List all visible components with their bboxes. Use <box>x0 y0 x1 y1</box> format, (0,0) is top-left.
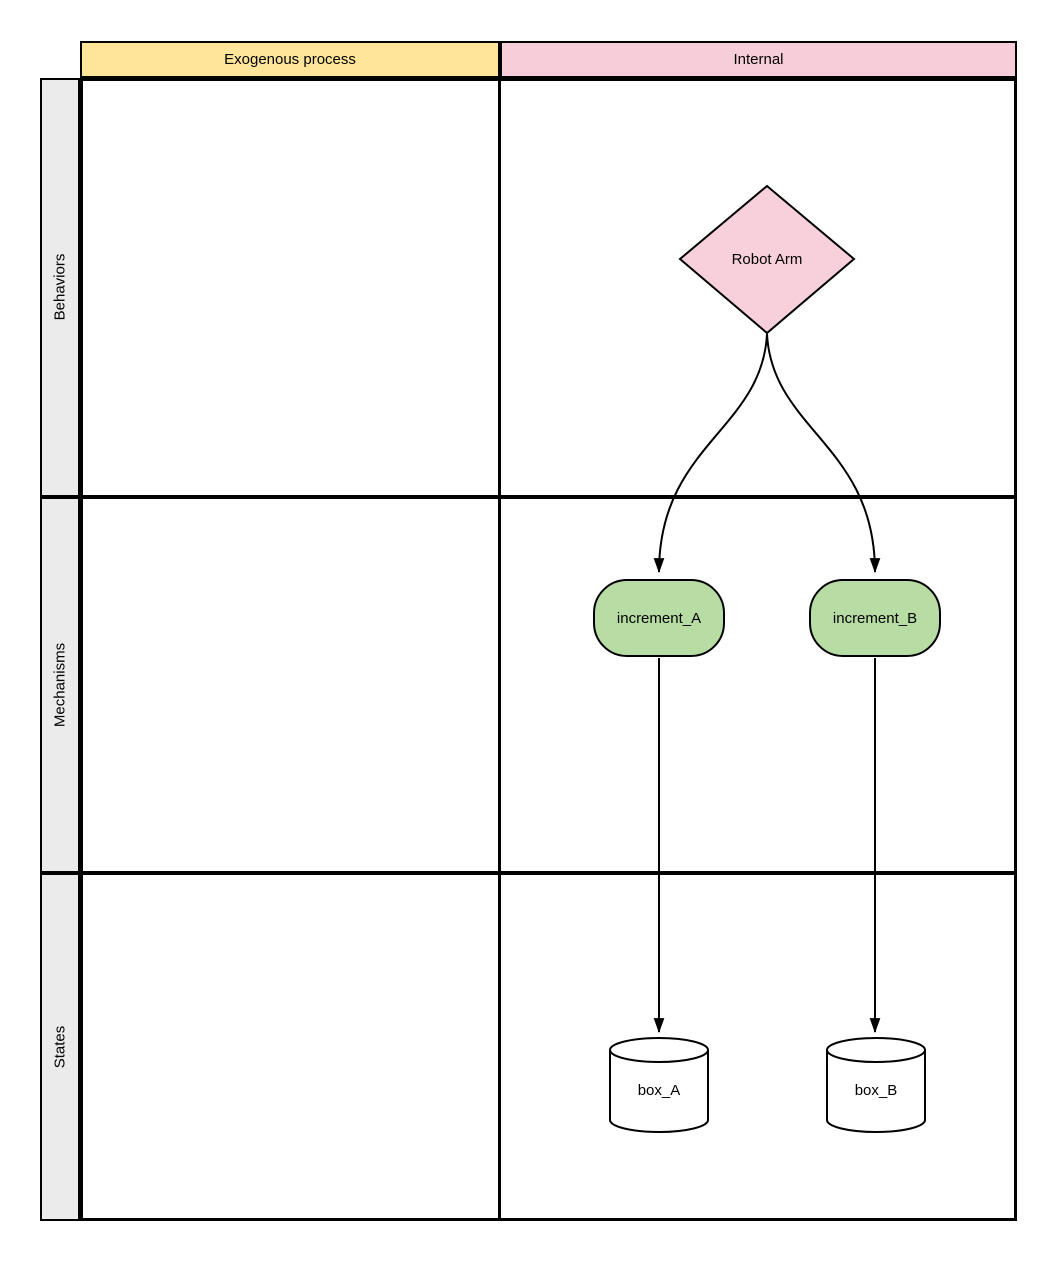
box-a-node-label: box_A <box>637 1081 681 1099</box>
row-label-mechanisms: Mechanisms <box>51 642 69 728</box>
increment-b-node: increment_B <box>809 579 941 657</box>
column-divider-exogenous-internal <box>498 78 501 1221</box>
increment-b-node-label: increment_B <box>832 609 918 627</box>
row-label-column <box>40 78 80 1221</box>
increment-a-node-label: increment_A <box>616 609 702 627</box>
column-header-exogenous-process: Exogenous process <box>80 41 500 78</box>
row-label-behaviors: Behaviors <box>51 253 69 321</box>
increment-a-node: increment_A <box>593 579 725 657</box>
column-header-internal-label: Internal <box>733 51 784 68</box>
row-divider-mechanisms-states <box>40 871 1017 875</box>
robot-arm-node-label: Robot Arm <box>731 250 803 268</box>
column-header-internal: Internal <box>500 41 1017 78</box>
row-label-states: States <box>51 1025 69 1069</box>
row-divider-behaviors-mechanisms <box>40 495 1017 499</box>
column-header-exogenous-label: Exogenous process <box>224 51 356 68</box>
box-b-node-label: box_B <box>854 1081 898 1099</box>
matrix-grid <box>80 78 1017 1221</box>
